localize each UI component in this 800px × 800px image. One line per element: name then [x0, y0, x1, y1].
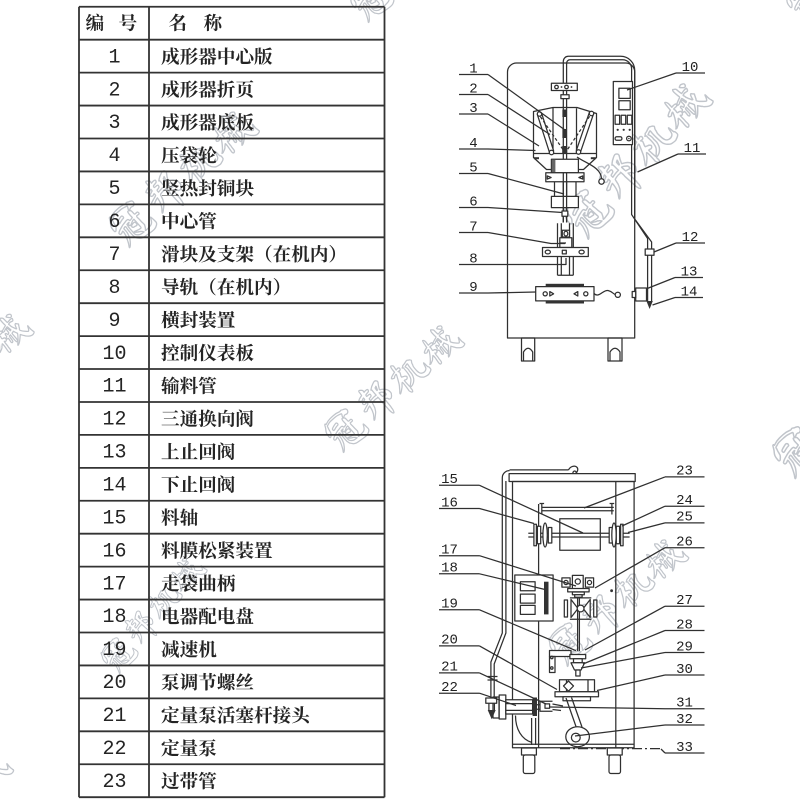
- svg-text:32: 32: [676, 712, 693, 728]
- svg-text:23: 23: [676, 464, 693, 480]
- svg-text:12: 12: [682, 230, 699, 246]
- svg-text:13: 13: [102, 442, 126, 465]
- svg-text:11: 11: [684, 141, 701, 157]
- svg-text:14: 14: [681, 284, 698, 300]
- svg-text:29: 29: [676, 639, 693, 655]
- svg-text:12: 12: [102, 409, 126, 432]
- svg-text:4: 4: [469, 136, 477, 152]
- svg-text:16: 16: [441, 495, 458, 511]
- svg-text:9: 9: [108, 310, 120, 333]
- svg-text:22: 22: [102, 738, 126, 761]
- svg-text:20: 20: [441, 633, 458, 649]
- svg-text:5: 5: [469, 160, 477, 176]
- svg-text:17: 17: [102, 573, 126, 596]
- svg-text:3: 3: [108, 112, 120, 135]
- svg-text:19: 19: [102, 639, 126, 662]
- svg-text:10: 10: [682, 60, 699, 76]
- svg-text:13: 13: [681, 264, 698, 280]
- svg-text:1: 1: [469, 61, 477, 77]
- svg-text:25: 25: [676, 510, 693, 526]
- svg-text:11: 11: [102, 376, 126, 399]
- svg-text:7: 7: [469, 219, 477, 235]
- svg-text:15: 15: [102, 507, 126, 530]
- svg-text:8: 8: [108, 277, 120, 300]
- svg-text:17: 17: [441, 543, 458, 559]
- svg-text:16: 16: [102, 540, 126, 563]
- svg-text:5: 5: [108, 178, 120, 201]
- svg-text:24: 24: [676, 493, 693, 509]
- svg-text:3: 3: [469, 101, 477, 117]
- svg-text:1: 1: [108, 46, 120, 69]
- svg-text:26: 26: [676, 535, 693, 551]
- svg-text:18: 18: [102, 606, 126, 629]
- svg-text:31: 31: [676, 696, 693, 712]
- svg-text:28: 28: [676, 617, 693, 633]
- svg-text:19: 19: [441, 597, 458, 613]
- svg-text:18: 18: [441, 561, 458, 577]
- svg-text:20: 20: [102, 672, 126, 695]
- svg-text:9: 9: [469, 280, 477, 296]
- svg-text:8: 8: [469, 251, 477, 267]
- svg-text:30: 30: [676, 662, 693, 678]
- svg-text:7: 7: [108, 244, 120, 267]
- svg-text:22: 22: [441, 680, 458, 696]
- svg-text:6: 6: [108, 211, 120, 234]
- svg-text:2: 2: [108, 79, 120, 102]
- svg-text:27: 27: [676, 593, 693, 609]
- svg-text:21: 21: [102, 705, 126, 728]
- svg-text:6: 6: [469, 194, 477, 210]
- svg-text:33: 33: [676, 740, 693, 756]
- svg-text:4: 4: [108, 145, 120, 168]
- svg-text:2: 2: [469, 81, 477, 97]
- svg-text:15: 15: [441, 472, 458, 488]
- svg-text:10: 10: [102, 343, 126, 366]
- svg-text:23: 23: [102, 771, 126, 794]
- svg-text:14: 14: [102, 475, 126, 498]
- svg-text:21: 21: [441, 660, 458, 676]
